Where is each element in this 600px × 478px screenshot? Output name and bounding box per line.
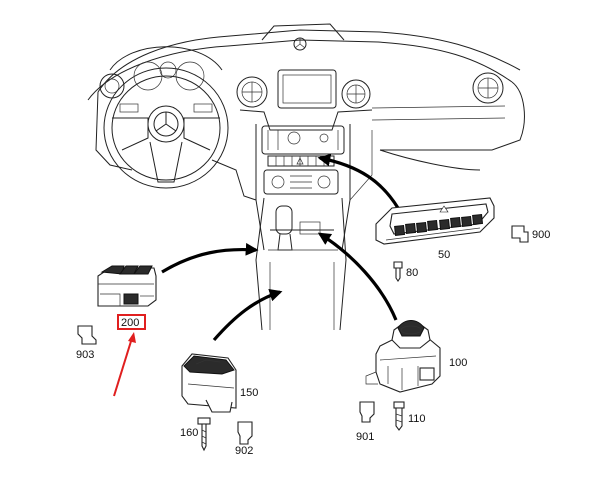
screw-110 (393, 401, 405, 431)
dashboard-illustration (87, 23, 525, 331)
arrow-150 (212, 289, 283, 342)
highlight-arrow (113, 337, 133, 397)
connector-902 (237, 421, 253, 445)
callout-arrows (161, 153, 400, 342)
highlight-arrow-head (128, 332, 136, 343)
label-100: 100 (449, 357, 467, 369)
label-903: 903 (76, 349, 94, 361)
screw-160 (197, 417, 211, 452)
part-labels: 200 903 150 160 902 50 80 900 100 110 90… (76, 229, 550, 457)
label-902: 902 (235, 445, 253, 457)
part-150-switch-unit (181, 353, 237, 413)
screw-80 (393, 261, 403, 282)
highlight-box (117, 314, 146, 330)
label-150: 150 (240, 387, 258, 399)
label-900: 900 (532, 229, 550, 241)
connector-901 (359, 401, 375, 423)
connector-903 (77, 325, 97, 345)
arrow-200 (161, 242, 259, 274)
label-110: 110 (408, 413, 426, 425)
steering-wheel-illustration (103, 46, 229, 189)
arrow-50 (317, 153, 400, 209)
highlight-marker (113, 314, 146, 397)
label-80: 80 (406, 267, 418, 279)
part-200-switch-block (97, 265, 157, 307)
label-160: 160 (180, 427, 198, 439)
label-200: 200 (121, 317, 139, 329)
part-100-controller (365, 320, 441, 393)
label-50: 50 (438, 249, 450, 261)
connector-900 (511, 225, 529, 243)
arrow-100 (317, 232, 398, 321)
label-901: 901 (356, 431, 374, 443)
part-50-switch-panel (375, 197, 495, 245)
